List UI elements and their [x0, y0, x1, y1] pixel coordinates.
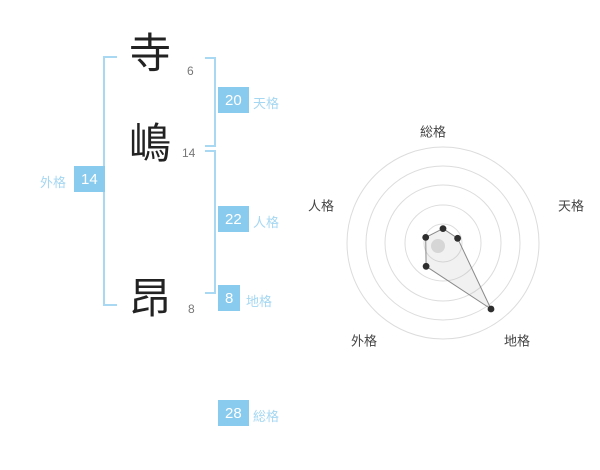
- radar-center-blob: [431, 239, 445, 253]
- name-char-1: 寺: [128, 30, 171, 77]
- stroke-count-2: 14: [182, 146, 196, 160]
- soukaku-label: 総格: [253, 409, 280, 424]
- soukaku-badge: 28: [218, 400, 249, 426]
- radar-axis-label-gaikaku: 外格: [350, 333, 378, 349]
- tenkaku-bracket: [205, 57, 216, 147]
- radar-data-dot: [454, 234, 461, 242]
- jinkaku-bracket: [205, 150, 216, 294]
- name-char-2: 嶋: [128, 120, 171, 167]
- stroke-count-3: 8: [188, 302, 195, 316]
- radar-svg: [346, 146, 540, 340]
- radar-data-dot: [422, 262, 430, 270]
- radar-axis-label-chikaku: 地格: [503, 333, 531, 349]
- tenkaku-badge: 20: [218, 87, 249, 113]
- stroke-count-1: 6: [187, 64, 194, 78]
- radar-data-dot: [439, 225, 447, 232]
- radar-axis-label-jinkaku: 人格: [307, 198, 335, 214]
- tenkaku-label: 天格: [253, 96, 280, 111]
- radar-rings: [346, 146, 540, 340]
- jinkaku-label: 人格: [253, 215, 280, 230]
- radar-axis-label-tenkaku: 天格: [557, 198, 585, 214]
- jinkaku-badge: 22: [218, 206, 249, 232]
- gaikaku-badge: 14: [74, 166, 105, 192]
- radar-data-dot: [422, 234, 430, 241]
- name-char-3: 昂: [128, 275, 171, 322]
- gaikaku-bracket: [103, 56, 117, 306]
- radar-chart: 総格 天格 地格 外格 人格: [308, 113, 584, 373]
- chikaku-label: 地格: [246, 294, 273, 309]
- gaikaku-label: 外格: [40, 175, 67, 190]
- radar-data-dot: [487, 305, 495, 313]
- chikaku-badge: 8: [218, 285, 241, 311]
- radar-axis-label-soukaku: 総格: [419, 124, 447, 140]
